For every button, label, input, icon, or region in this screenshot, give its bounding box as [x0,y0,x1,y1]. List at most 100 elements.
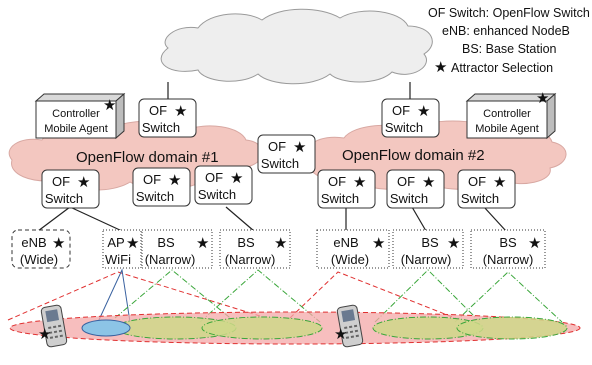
svg-text:OF: OF [149,103,167,118]
controller-right-label-1: Controller [483,108,531,120]
links [37,82,507,232]
legend-enb: eNB: enhanced NodeB [442,24,570,38]
narrow-area-4 [456,316,568,340]
wifi-ap: AP ★ WiFi [102,229,142,269]
svg-text:OF: OF [468,174,486,189]
star-icon: ★ [372,235,385,252]
controller-left: ★ Controller Mobile Agent [34,92,126,140]
legend-bs: BS: Base Station [462,42,557,56]
of-switch-domain1-a: OF ★ Switch [41,169,100,209]
of-switch-domain1-c: OF ★ Switch [194,165,253,205]
star-icon: ★ [536,90,549,107]
svg-text:BS: BS [237,235,255,250]
star-icon: ★ [293,139,306,156]
of-switch-domain2-b: OF ★ Switch [386,169,445,209]
coverage-areas [9,311,581,345]
mobile-phone-right: ★ [334,304,364,348]
bs-narrow-1: BS ★ (Narrow) [141,229,213,269]
svg-text:(Narrow): (Narrow) [145,252,196,267]
star-icon: ★ [422,174,435,191]
svg-text:Switch: Switch [142,120,180,135]
wide-cell-beam-right [289,271,461,321]
narrow-cell-beam-4 [454,271,563,323]
svg-text:BS: BS [499,235,517,250]
star-icon: ★ [447,235,460,252]
svg-text:(Wide): (Wide) [20,252,58,267]
link-of-bs2 [225,206,255,232]
star-icon: ★ [493,174,506,191]
legend: OF Switch: OpenFlow Switch eNB: enhanced… [428,6,590,76]
svg-text:Switch: Switch [461,191,499,206]
svg-text:(Narrow): (Narrow) [483,252,534,267]
of-switch-domain1-b: OF ★ Switch [132,167,191,207]
controller-left-label-2: Mobile Agent [44,123,108,135]
svg-text:(Narrow): (Narrow) [225,252,276,267]
svg-text:Switch: Switch [136,189,174,204]
svg-text:BS: BS [421,235,439,250]
svg-text:eNB: eNB [333,235,358,250]
svg-text:OF: OF [397,174,415,189]
star-icon: ★ [38,326,51,343]
controller-right: ★ Controller Mobile Agent [465,90,557,140]
coverage-beams [7,268,563,323]
narrow-area-2 [201,316,323,340]
wifi-area [81,319,131,337]
bs-narrow-3: BS ★ (Narrow) [392,229,464,269]
svg-text:Switch: Switch [198,187,236,202]
star-icon: ★ [103,97,116,114]
of-switch-center: OF ★ Switch [257,134,316,174]
enb-right: eNB ★ (Wide) [316,229,390,269]
of-switch-top-right: OF ★ Switch [381,98,440,138]
svg-text:OF: OF [205,170,223,185]
svg-text:AP: AP [107,235,124,250]
star-icon: ★ [174,103,187,120]
svg-text:OF: OF [143,172,161,187]
of-switch-top-left: OF ★ Switch [138,98,197,138]
svg-text:OF: OF [52,174,70,189]
svg-text:OF: OF [328,174,346,189]
controller-left-label-1: Controller [52,108,100,120]
narrow-cell-beam-1 [114,269,236,323]
narrow-cell-beam-2 [199,269,321,323]
svg-text:Switch: Switch [390,191,428,206]
legend-attractor: Attractor Selection [451,61,553,75]
svg-text:eNB: eNB [21,235,46,250]
star-icon: ★ [334,326,347,343]
svg-text:(Wide): (Wide) [331,252,369,267]
star-icon: ★ [353,174,366,191]
link-of-bs3 [411,206,427,232]
star-icon: ★ [168,172,181,189]
svg-text:BS: BS [157,235,175,250]
star-icon: ★ [274,235,287,252]
of-switch-domain2-a: OF ★ Switch [317,169,376,209]
star-icon: ★ [417,103,430,120]
domain-2-label: OpenFlow domain #2 [342,147,485,164]
svg-text:Switch: Switch [385,120,423,135]
bs-narrow-2: BS ★ (Narrow) [219,229,291,269]
svg-text:(Narrow): (Narrow) [401,252,452,267]
star-icon: ★ [126,235,139,252]
controller-right-label-2: Mobile Agent [475,123,539,135]
legend-of-switch: OF Switch: OpenFlow Switch [428,6,590,20]
svg-text:Switch: Switch [261,156,299,171]
star-icon: ★ [77,174,90,191]
wide-cell-beam-left [7,271,261,321]
svg-text:Switch: Switch [45,191,83,206]
star-icon: ★ [230,170,243,187]
domain-1-label: OpenFlow domain #1 [76,149,219,166]
core-network-cloud [160,8,433,85]
link-of-bs4 [483,206,507,232]
svg-text:OF: OF [268,139,286,154]
link-of-enb [37,206,71,232]
svg-text:OF: OF [392,103,410,118]
bs-narrow-4: BS ★ (Narrow) [470,229,546,269]
of-switch-domain2-c: OF ★ Switch [457,169,516,209]
wifi-beam [97,268,131,323]
star-icon: ★ [434,59,447,76]
enb-left: eNB ★ (Wide) [11,229,71,269]
star-icon: ★ [52,235,65,252]
star-icon: ★ [528,235,541,252]
svg-text:Switch: Switch [321,191,359,206]
star-icon: ★ [196,235,209,252]
